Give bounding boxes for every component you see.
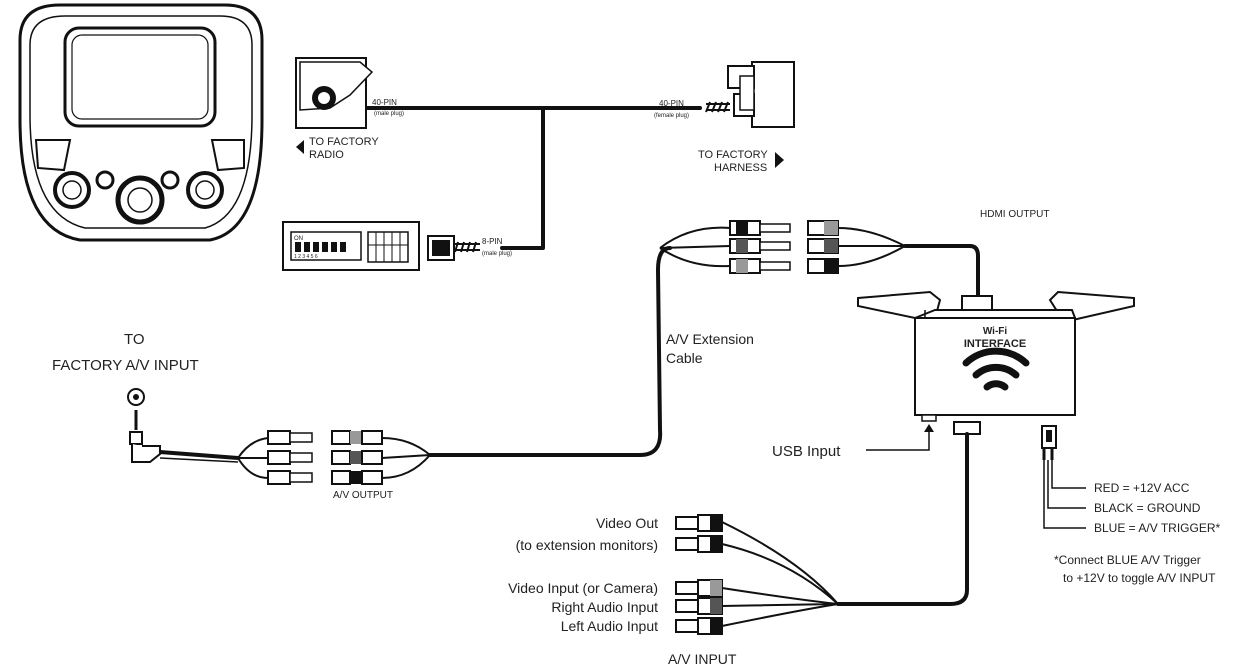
factory-av-label-line2: FACTORY A/V INPUT <box>52 357 199 374</box>
arrow-left-icon <box>296 140 304 154</box>
dip-switch-module <box>282 221 455 271</box>
dip-switch-on-label: ON <box>294 236 303 242</box>
factory-av-label-line1: TO <box>124 331 145 348</box>
av-input-group-label: A/V INPUT <box>668 651 737 667</box>
power-wire-blue-label: BLUE = A/V TRIGGER* <box>1094 521 1220 535</box>
harness-cable <box>339 101 730 253</box>
dip-switch-numbers: 1 2 3 4 5 6 <box>294 254 318 260</box>
harness-direction-line1: TO FACTORY <box>698 149 768 161</box>
harness-pin-label: 40-PIN <box>659 99 684 108</box>
arrow-up-icon <box>924 424 934 432</box>
arrow-right-icon <box>775 152 784 168</box>
video-input-label: Video Input (or Camera) <box>508 580 658 596</box>
radio-direction-line1: TO FACTORY <box>309 136 379 148</box>
radio-pin-label: 40-PIN <box>372 98 397 107</box>
power-wire-black-label: BLACK = GROUND <box>1094 501 1201 515</box>
power-wires <box>1043 460 1086 529</box>
right-audio-label: Right Audio Input <box>551 599 658 615</box>
av-extension-top-rca <box>659 220 980 300</box>
harness-plug-note: (female plug) <box>654 113 689 119</box>
av-extension-cable <box>428 246 672 457</box>
wifi-interface-box <box>857 290 1135 460</box>
left-audio-label: Left Audio Input <box>561 618 658 634</box>
harness-40-pin-connector <box>727 61 795 128</box>
radio-head-unit-illustration <box>18 3 264 242</box>
wifi-box-line2: INTERFACE <box>964 338 1026 350</box>
usb-input-label: USB Input <box>772 443 841 460</box>
radio-plug-note: (male plug) <box>374 111 404 117</box>
trigger-note-line2: to +12V to toggle A/V INPUT <box>1063 571 1216 585</box>
radio-40-pin-connector <box>295 57 374 129</box>
wifi-box-line1: Wi-Fi <box>983 326 1008 337</box>
av-output-rca <box>237 430 431 485</box>
av-output-label: A/V OUTPUT <box>333 490 393 501</box>
trigger-note-line1: *Connect BLUE A/V Trigger <box>1054 553 1201 567</box>
av-extension-label-line1: A/V Extension <box>666 331 754 347</box>
av-extension-label-line2: Cable <box>666 350 703 366</box>
dip-pin-label: 8-PIN <box>482 237 503 246</box>
av-jack-icon <box>127 388 239 463</box>
video-out-label-line2: (to extension monitors) <box>516 537 658 553</box>
video-out-label-line1: Video Out <box>596 515 658 531</box>
harness-direction-line2: HARNESS <box>714 162 767 174</box>
usb-pointer-line <box>866 430 930 451</box>
dip-plug-note: (male plug) <box>482 251 512 257</box>
power-wire-red-label: RED = +12V ACC <box>1094 481 1190 495</box>
hdmi-output-label: HDMI OUTPUT <box>980 209 1049 220</box>
av-input-rca <box>675 514 839 635</box>
radio-direction-line2: RADIO <box>309 149 344 161</box>
av-input-cable <box>836 432 969 606</box>
